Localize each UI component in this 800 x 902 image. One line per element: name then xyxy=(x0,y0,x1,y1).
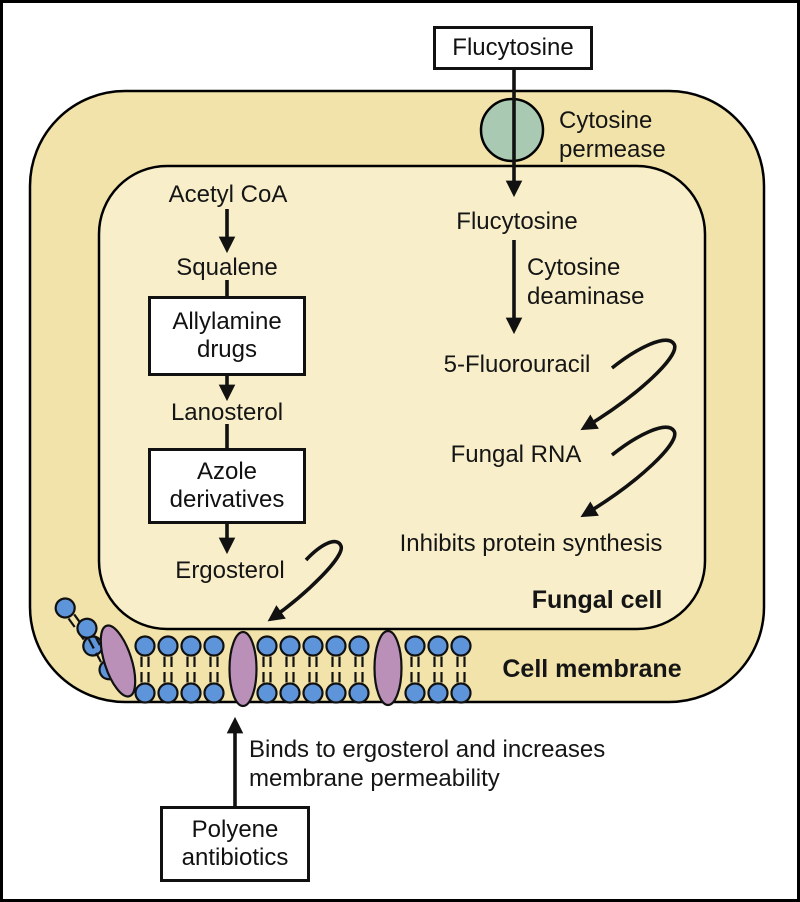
fungal-rna-label: Fungal RNA xyxy=(450,441,582,468)
flucytosine-internal-label: Flucytosine xyxy=(456,208,578,235)
cytosine-permease-label: Cytosine permease xyxy=(559,107,666,163)
polyene-mechanism-note: Binds to ergosterol and increases membra… xyxy=(249,736,606,792)
allylamine-drugs-box: Allylamine drugs xyxy=(148,296,306,376)
acetyl-coa-label: Acetyl CoA xyxy=(168,181,288,208)
ergosterol-label: Ergosterol xyxy=(175,557,285,584)
rna-to-protein-arrow xyxy=(580,425,677,518)
allylamine-drugs-label: Allylamine drugs xyxy=(172,307,282,363)
fluorouracil-to-rna-arrow xyxy=(580,338,677,431)
ergosterol-to-membrane-arrow xyxy=(267,539,343,622)
azole-derivatives-label: Azole derivatives xyxy=(169,457,285,513)
pathway-arrows xyxy=(218,70,677,806)
cell-membrane-label: Cell membrane xyxy=(502,655,682,683)
polyene-antibiotics-box: Polyene antibiotics xyxy=(160,806,310,882)
squalene-label: Squalene xyxy=(176,254,278,281)
flucytosine-source-label: Flucytosine xyxy=(452,33,574,61)
fungal-cell-label: Fungal cell xyxy=(531,586,663,614)
azole-derivatives-box: Azole derivatives xyxy=(148,448,306,524)
sterol-ovals xyxy=(99,624,403,708)
flucytosine-source-box: Flucytosine xyxy=(433,26,593,70)
fluorouracil-label: 5-Fluorouracil xyxy=(443,351,591,378)
inhibits-protein-synthesis-label: Inhibits protein synthesis xyxy=(399,530,663,557)
cytosine-deaminase-label: Cytosine deaminase xyxy=(527,254,645,310)
lipid-bilayer-graphic xyxy=(50,593,472,708)
lanosterol-label: Lanosterol xyxy=(170,399,284,426)
cytosine-permease-circle xyxy=(479,97,545,163)
polyene-antibiotics-label: Polyene antibiotics xyxy=(181,815,289,871)
